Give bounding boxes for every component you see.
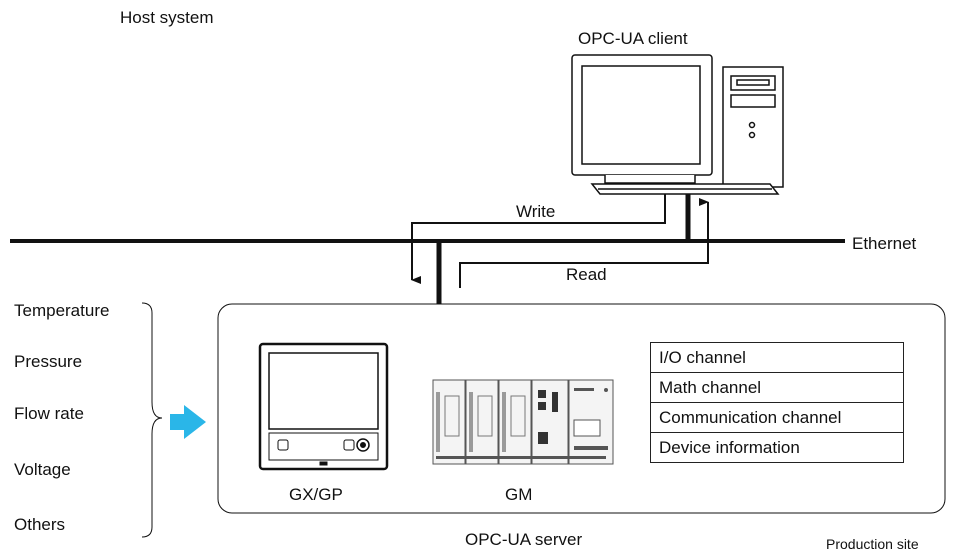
gx-gp-label: GX/GP: [289, 485, 343, 504]
input-arrow-icon: [170, 405, 206, 439]
opc-client-label: OPC-UA client: [578, 29, 688, 48]
gx-gp-device-icon: [258, 342, 389, 471]
channel-row: I/O channel: [659, 348, 746, 367]
input-item: Temperature: [14, 301, 110, 320]
gm-label: GM: [505, 485, 533, 504]
input-item: Flow rate: [14, 404, 84, 423]
production-site-label: Production site: [826, 536, 919, 552]
channel-row: Device information: [651, 432, 903, 462]
computer-icon: [571, 54, 784, 195]
input-item: Voltage: [14, 460, 71, 479]
gm-device-icon: [432, 379, 614, 465]
channel-table: I/O channel Math channel Communication c…: [650, 342, 904, 463]
opc-server-label: OPC-UA server: [465, 530, 583, 549]
input-item: Others: [14, 515, 66, 534]
read-label: Read: [566, 265, 607, 284]
channel-row: Communication channel: [651, 402, 903, 432]
channel-row: Math channel: [651, 372, 903, 402]
read-arrow: [459, 198, 709, 288]
input-item: Pressure: [14, 352, 83, 371]
server-box: [217, 303, 946, 514]
write-arrow: [411, 194, 666, 284]
ethernet-label: Ethernet: [852, 234, 917, 253]
input-brace: [141, 302, 163, 538]
host-system-label: Host system: [120, 8, 214, 27]
write-label: Write: [516, 202, 556, 221]
